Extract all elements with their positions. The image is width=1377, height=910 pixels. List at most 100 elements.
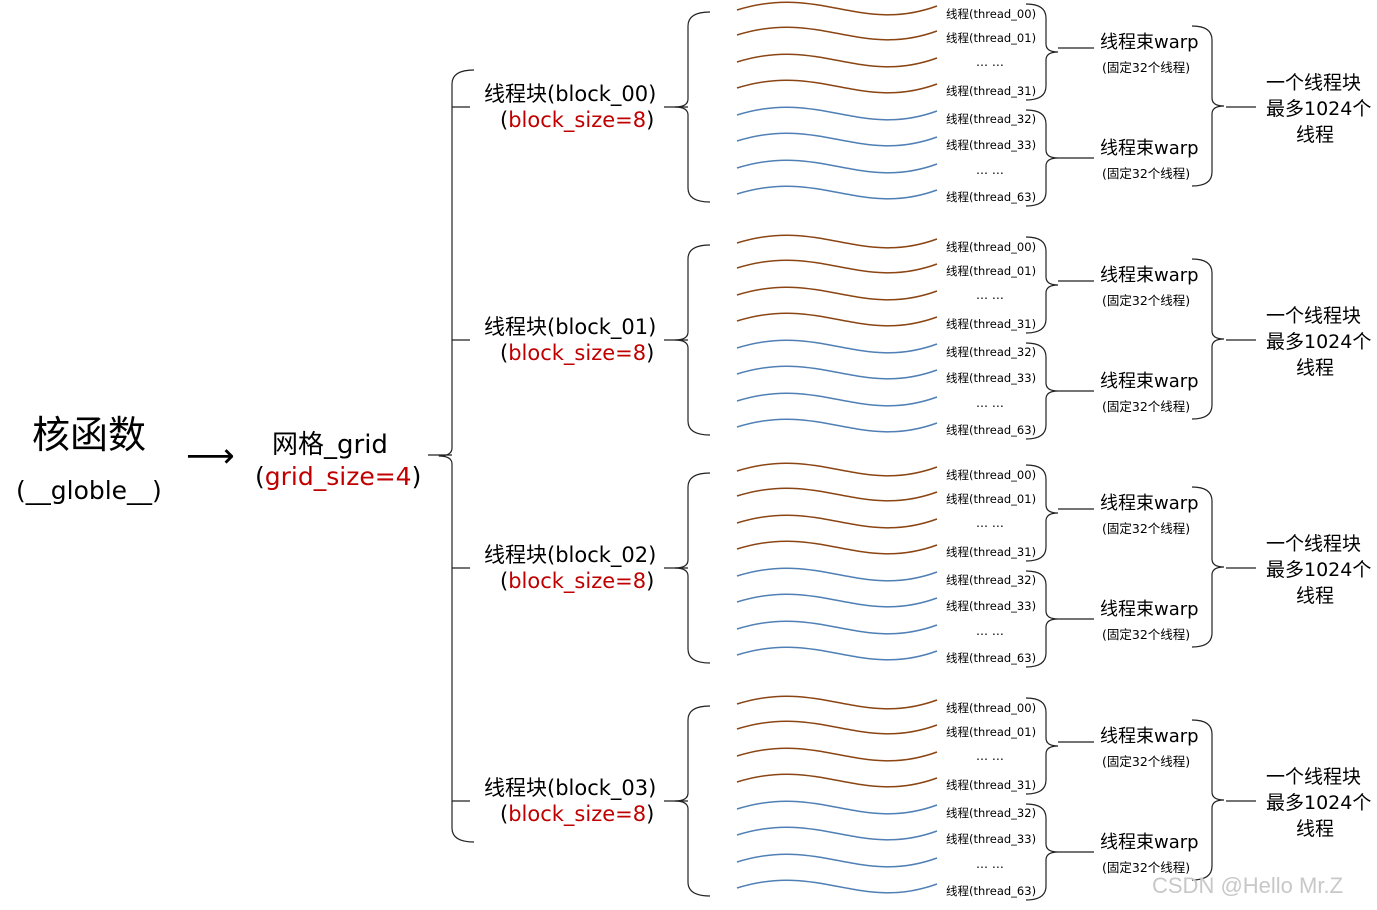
thread-label: 线程(thread_01) [946,264,1037,278]
thread-wave [736,567,938,582]
thread-label: 线程(thread_63) [946,884,1037,898]
thread-wave [736,514,938,529]
thread-label: 线程(thread_00) [946,468,1037,482]
thread-label: 线程(thread_33) [946,599,1037,613]
thread-wave [736,826,938,841]
block-size-value: block_size=8 [508,341,647,365]
kernel-title: 核函数 [32,413,147,457]
thread-ellipsis: … … [976,396,1004,410]
max-threads-note-line2: 最多1024个 [1266,98,1372,120]
warp-title: 线程束warp [1100,726,1199,747]
thread-ellipsis: … … [976,163,1004,177]
thread-label: 线程(thread_63) [946,651,1037,665]
kernel-subtitle: (__globle__) [16,476,162,505]
block-size-value: block_size=8 [508,108,647,132]
thread-wave [736,487,938,502]
warp-size-note: (固定32个线程) [1102,860,1191,875]
warp-title: 线程束warp [1100,138,1199,159]
grid-size-open-paren: ( [255,462,265,491]
warp-size-note: (固定32个线程) [1102,627,1191,642]
block-title: 线程块(block_00) [484,82,657,106]
thread-label: 线程(thread_32) [946,112,1037,126]
warp-title: 线程束warp [1100,265,1199,286]
thread-label: 线程(thread_00) [946,240,1037,254]
thread-wave [736,312,938,327]
grid-size-close-paren: ) [411,462,422,491]
thread-label: 线程(thread_31) [946,84,1037,98]
thread-label: 线程(thread_33) [946,138,1037,152]
thread-wave [736,540,938,555]
warp-size-note: (固定32个线程) [1102,399,1191,414]
grid-brace [438,69,475,843]
block-brace [674,705,711,897]
max-threads-brace [1191,486,1225,648]
warp-brace [1025,464,1059,562]
thread-label: 线程(thread_32) [946,806,1037,820]
block-brace [674,11,711,203]
thread-wave [736,106,938,121]
thread-wave [736,646,938,661]
thread-label: 线程(thread_31) [946,317,1037,331]
warp-brace [1025,236,1059,334]
thread-label: 线程(thread_63) [946,423,1037,437]
thread-wave [736,773,938,788]
thread-wave [736,747,938,762]
max-threads-brace [1191,258,1225,420]
block-size-close-paren: ) [646,569,655,593]
thread-label: 线程(thread_32) [946,573,1037,587]
thread-wave [736,593,938,608]
thread-wave [736,132,938,147]
thread-wave [736,720,938,735]
max-threads-brace [1191,25,1225,187]
right-arrow-icon: ⟶ [186,436,235,476]
thread-wave [736,259,938,274]
block-size-open-paren: ( [500,569,509,593]
thread-wave [736,418,938,433]
max-threads-note-line1: 一个线程块 [1266,305,1362,327]
block-size-label: (block_size=8) [500,569,654,593]
block-size-open-paren: ( [500,108,509,132]
max-threads-note-line3: 线程 [1296,585,1335,607]
warp-title: 线程束warp [1100,493,1199,514]
thread-wave [736,1,938,16]
thread-label: 线程(thread_01) [946,31,1037,45]
block-title: 线程块(block_01) [484,315,657,339]
warp-brace [1025,697,1059,795]
thread-wave [736,462,938,477]
block-title: 线程块(block_03) [484,776,657,800]
thread-label: 线程(thread_01) [946,725,1037,739]
thread-wave [736,879,938,894]
thread-label: 线程(thread_00) [946,7,1037,21]
block-brace [674,244,711,436]
max-threads-note-line2: 最多1024个 [1266,331,1372,353]
warp-title: 线程束warp [1100,832,1199,853]
max-threads-note-line2: 最多1024个 [1266,792,1372,814]
thread-ellipsis: … … [976,857,1004,871]
thread-label: 线程(thread_33) [946,832,1037,846]
block-size-value: block_size=8 [508,569,647,593]
block-brace [674,472,711,664]
block-title: 线程块(block_02) [484,543,657,567]
block-size-close-paren: ) [646,108,655,132]
warp-size-note: (固定32个线程) [1102,60,1191,75]
thread-wave [736,79,938,94]
thread-ellipsis: … … [976,624,1004,638]
thread-label: 线程(thread_00) [946,701,1037,715]
max-threads-note-line3: 线程 [1296,124,1335,146]
thread-ellipsis: … … [976,288,1004,302]
block-size-open-paren: ( [500,802,509,826]
grid-size-label: (grid_size=4) [255,462,421,491]
block-size-value: block_size=8 [508,802,647,826]
max-threads-note-line1: 一个线程块 [1266,72,1362,94]
grid-title: 网格_grid [272,430,388,460]
thread-wave [736,620,938,635]
thread-label: 线程(thread_63) [946,190,1037,204]
max-threads-note-line1: 一个线程块 [1266,766,1362,788]
watermark: CSDN @Hello Mr.Z [1152,873,1344,898]
max-threads-note-line2: 最多1024个 [1266,559,1372,581]
thread-wave [736,695,938,710]
warp-title: 线程束warp [1100,599,1199,620]
thread-ellipsis: … … [976,55,1004,69]
